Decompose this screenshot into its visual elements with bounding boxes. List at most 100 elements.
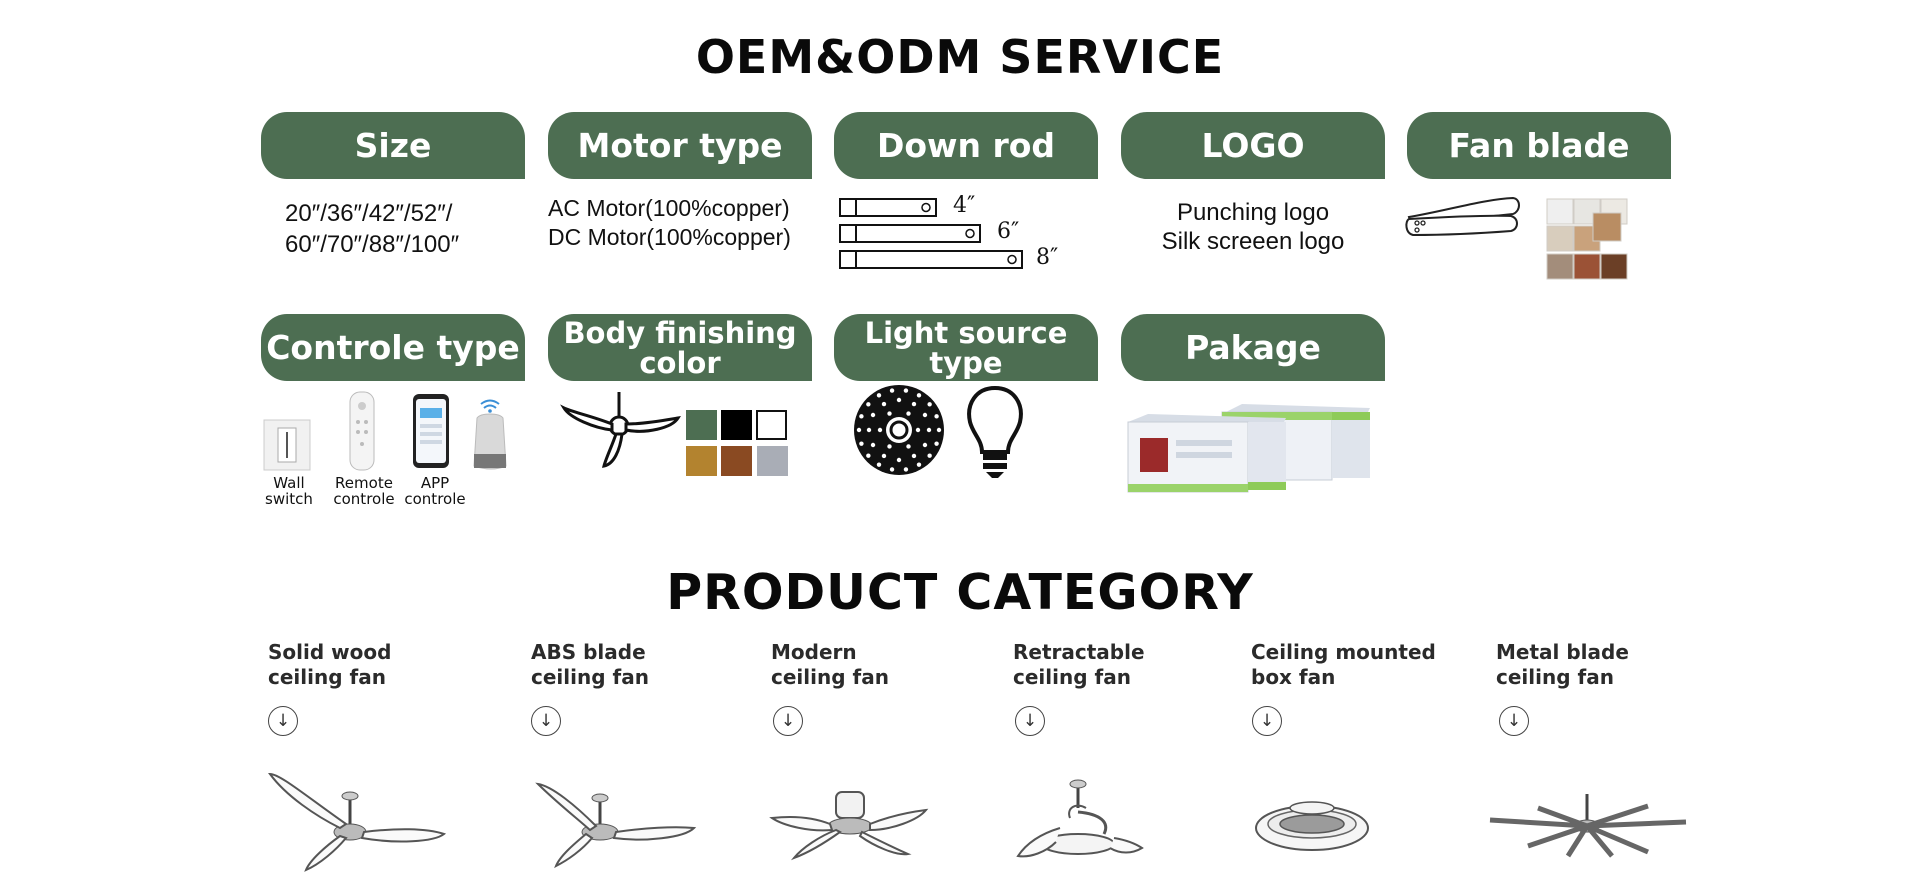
led-dot (870, 442, 876, 448)
category-metal-blade[interactable]: Metal blade ceiling fan (1496, 640, 1696, 690)
caption-wall-2: switch (265, 490, 313, 508)
category-line2: ceiling fan (1013, 665, 1131, 689)
tab-motor-type: Motor type (548, 112, 812, 179)
blade-swatch (1600, 253, 1628, 280)
fan-blade-icon (1405, 196, 1520, 237)
size-line1: 20″/36″/42″/52″/ (285, 200, 453, 227)
tab-package: Pakage (1121, 314, 1385, 381)
led-dot (877, 427, 883, 433)
tab-body-line2: color (639, 345, 721, 380)
arrow-down-circle-icon[interactable]: ↓ (1252, 706, 1282, 736)
tab-body-line1: Body finishing (563, 315, 797, 350)
category-modern[interactable]: Modern ceiling fan (771, 640, 971, 690)
arrow-down-circle-icon[interactable]: ↓ (1015, 706, 1045, 736)
led-dot (906, 444, 911, 449)
caption-remote-1: Remote (335, 474, 393, 492)
blade-swatch (1546, 225, 1574, 252)
arrow-down-circle-icon[interactable]: ↓ (531, 706, 561, 736)
motor-values: AC Motor(100%copper) DC Motor(100%copper… (548, 194, 791, 252)
tab-body-finishing-color: Body finishing color (548, 314, 812, 381)
blade-swatch (1546, 253, 1574, 280)
caption-remote-2: controle (333, 490, 395, 508)
led-dot (876, 393, 882, 398)
oem-title: OEM&ODM SERVICE (695, 30, 1225, 84)
solid-wood-fan-image[interactable] (266, 766, 447, 876)
category-line1: Modern (771, 640, 857, 664)
led-dot (881, 453, 887, 459)
led-dot (911, 453, 917, 459)
arrow-down-circle-icon[interactable]: ↓ (268, 706, 298, 736)
category-line1: Retractable (1013, 640, 1145, 664)
package-boxes (1127, 404, 1370, 493)
led-dot (934, 414, 939, 419)
category-abs-blade[interactable]: ABS blade ceiling fan (531, 640, 731, 690)
retractable-fan-image[interactable] (1010, 778, 1150, 868)
led-dot (934, 441, 939, 446)
motor-line1: AC Motor(100%copper) (548, 195, 790, 221)
led-dot (916, 393, 922, 398)
color-swatch (721, 410, 752, 440)
arrow-down-circle-icon[interactable]: ↓ (773, 706, 803, 736)
tab-size: Size (261, 112, 525, 179)
led-dot (856, 427, 862, 433)
down-rod-8: 8″ (1036, 245, 1059, 270)
control-devices (263, 391, 507, 471)
led-dot (866, 427, 872, 433)
blade-swatch (1592, 212, 1622, 242)
caption-app-2: controle (404, 490, 466, 508)
tab-light-line2: type (929, 345, 1003, 380)
led-dot (906, 411, 911, 416)
led-dot (870, 412, 876, 418)
down-rod-6: 6″ (997, 219, 1020, 244)
led-dot (876, 462, 882, 467)
caption-wall-switch: Wall switch (261, 475, 317, 507)
metal-blade-fan-image[interactable] (1488, 790, 1688, 870)
tab-light-source-type: Light source type (834, 314, 1098, 381)
led-dot (889, 388, 895, 393)
tab-down-rod: Down rod (834, 112, 1098, 179)
category-line1: ABS blade (531, 640, 646, 664)
category-line1: Metal blade (1496, 640, 1629, 664)
category-retractable[interactable]: Retractable ceiling fan (1013, 640, 1213, 690)
category-line2: ceiling fan (268, 665, 386, 689)
box-fan-image[interactable] (1250, 794, 1380, 864)
tab-control-type: Controle type (261, 314, 525, 381)
led-dot (926, 427, 932, 433)
abs-blade-fan-image[interactable] (534, 776, 704, 876)
logo-values: Punching logo Silk screeen logo (1121, 198, 1385, 256)
led-dot (859, 441, 864, 446)
led-dot (915, 427, 921, 433)
motor-line2: DC Motor(100%copper) (548, 224, 791, 250)
color-swatch (756, 410, 787, 440)
body-color-swatches (686, 410, 788, 476)
led-dot (887, 411, 892, 416)
led-dot (936, 427, 942, 433)
led-dot (859, 414, 864, 419)
category-box-fan[interactable]: Ceiling mounted box fan (1251, 640, 1451, 690)
color-swatch (686, 410, 717, 440)
category-line2: box fan (1251, 665, 1336, 689)
led-dot (896, 397, 902, 403)
led-dot (887, 444, 892, 449)
blade-swatch (1573, 253, 1601, 280)
led-dot (911, 401, 917, 407)
led-dot (916, 462, 922, 467)
tab-logo: LOGO (1121, 112, 1385, 179)
color-swatch (686, 446, 717, 476)
arrow-down-circle-icon[interactable]: ↓ (1499, 706, 1529, 736)
led-dot (922, 412, 928, 418)
body-fan-icon (560, 392, 681, 468)
category-line2: ceiling fan (771, 665, 889, 689)
caption-app-1: APP (420, 474, 450, 492)
led-dot (889, 467, 895, 472)
blade-finish-swatches (1546, 198, 1628, 280)
modern-fan-image[interactable] (769, 786, 930, 866)
category-line1: Solid wood (268, 640, 392, 664)
category-solid-wood[interactable]: Solid wood ceiling fan (268, 640, 468, 690)
blade-swatch (1546, 198, 1574, 225)
led-dot (922, 442, 928, 448)
logo-line1: Punching logo (1176, 199, 1330, 226)
size-line2: 60″/70″/88″/100″ (285, 231, 460, 258)
color-swatch (721, 446, 752, 476)
logo-line2: Silk screeen logo (1161, 228, 1345, 255)
